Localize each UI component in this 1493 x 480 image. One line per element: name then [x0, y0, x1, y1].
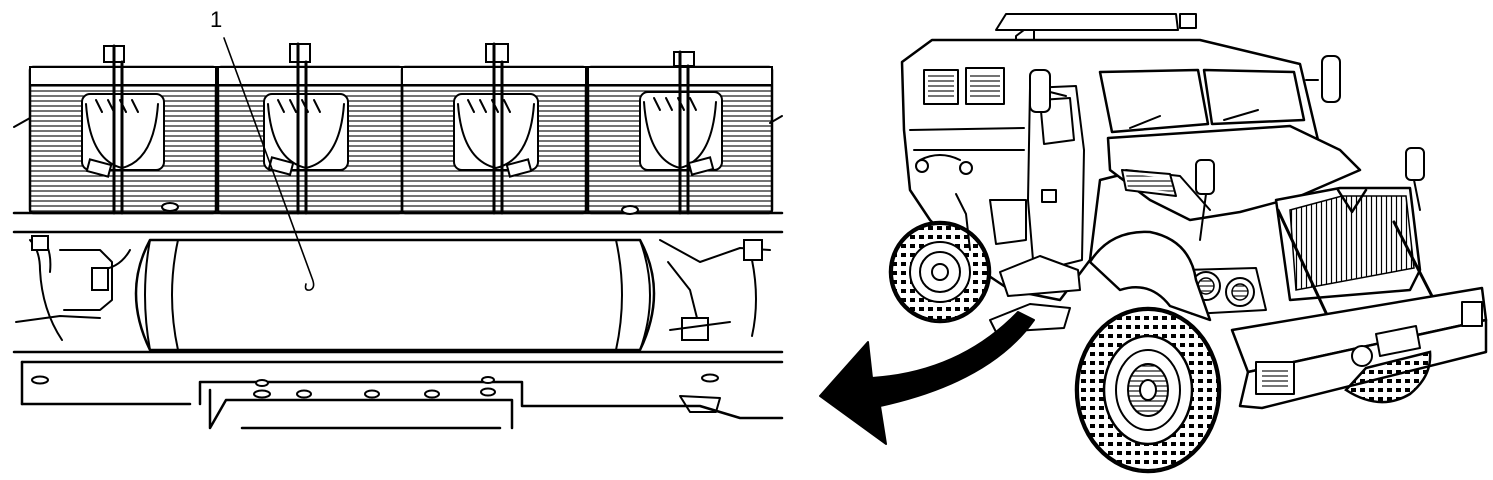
detail-view: 1	[12, 7, 784, 430]
air-reservoir-tank-icon	[134, 238, 656, 352]
callout-label: 1	[210, 7, 222, 32]
callout-leader-line	[223, 37, 315, 291]
battery-box-icon	[586, 50, 774, 215]
curved-pointer-arrow-icon	[819, 311, 1035, 445]
battery-box-icon	[28, 44, 218, 215]
mrap-vehicle-icon	[888, 13, 1488, 474]
battery-box-icon	[400, 42, 588, 215]
callout-1: 1	[210, 7, 315, 291]
lower-frame-rail	[12, 350, 784, 430]
chassis-hardware	[15, 235, 771, 341]
wheel-front	[1074, 306, 1222, 474]
wheel-front-right	[1344, 350, 1432, 404]
wheel-rear	[888, 220, 992, 324]
battery-box-icon	[216, 42, 404, 215]
